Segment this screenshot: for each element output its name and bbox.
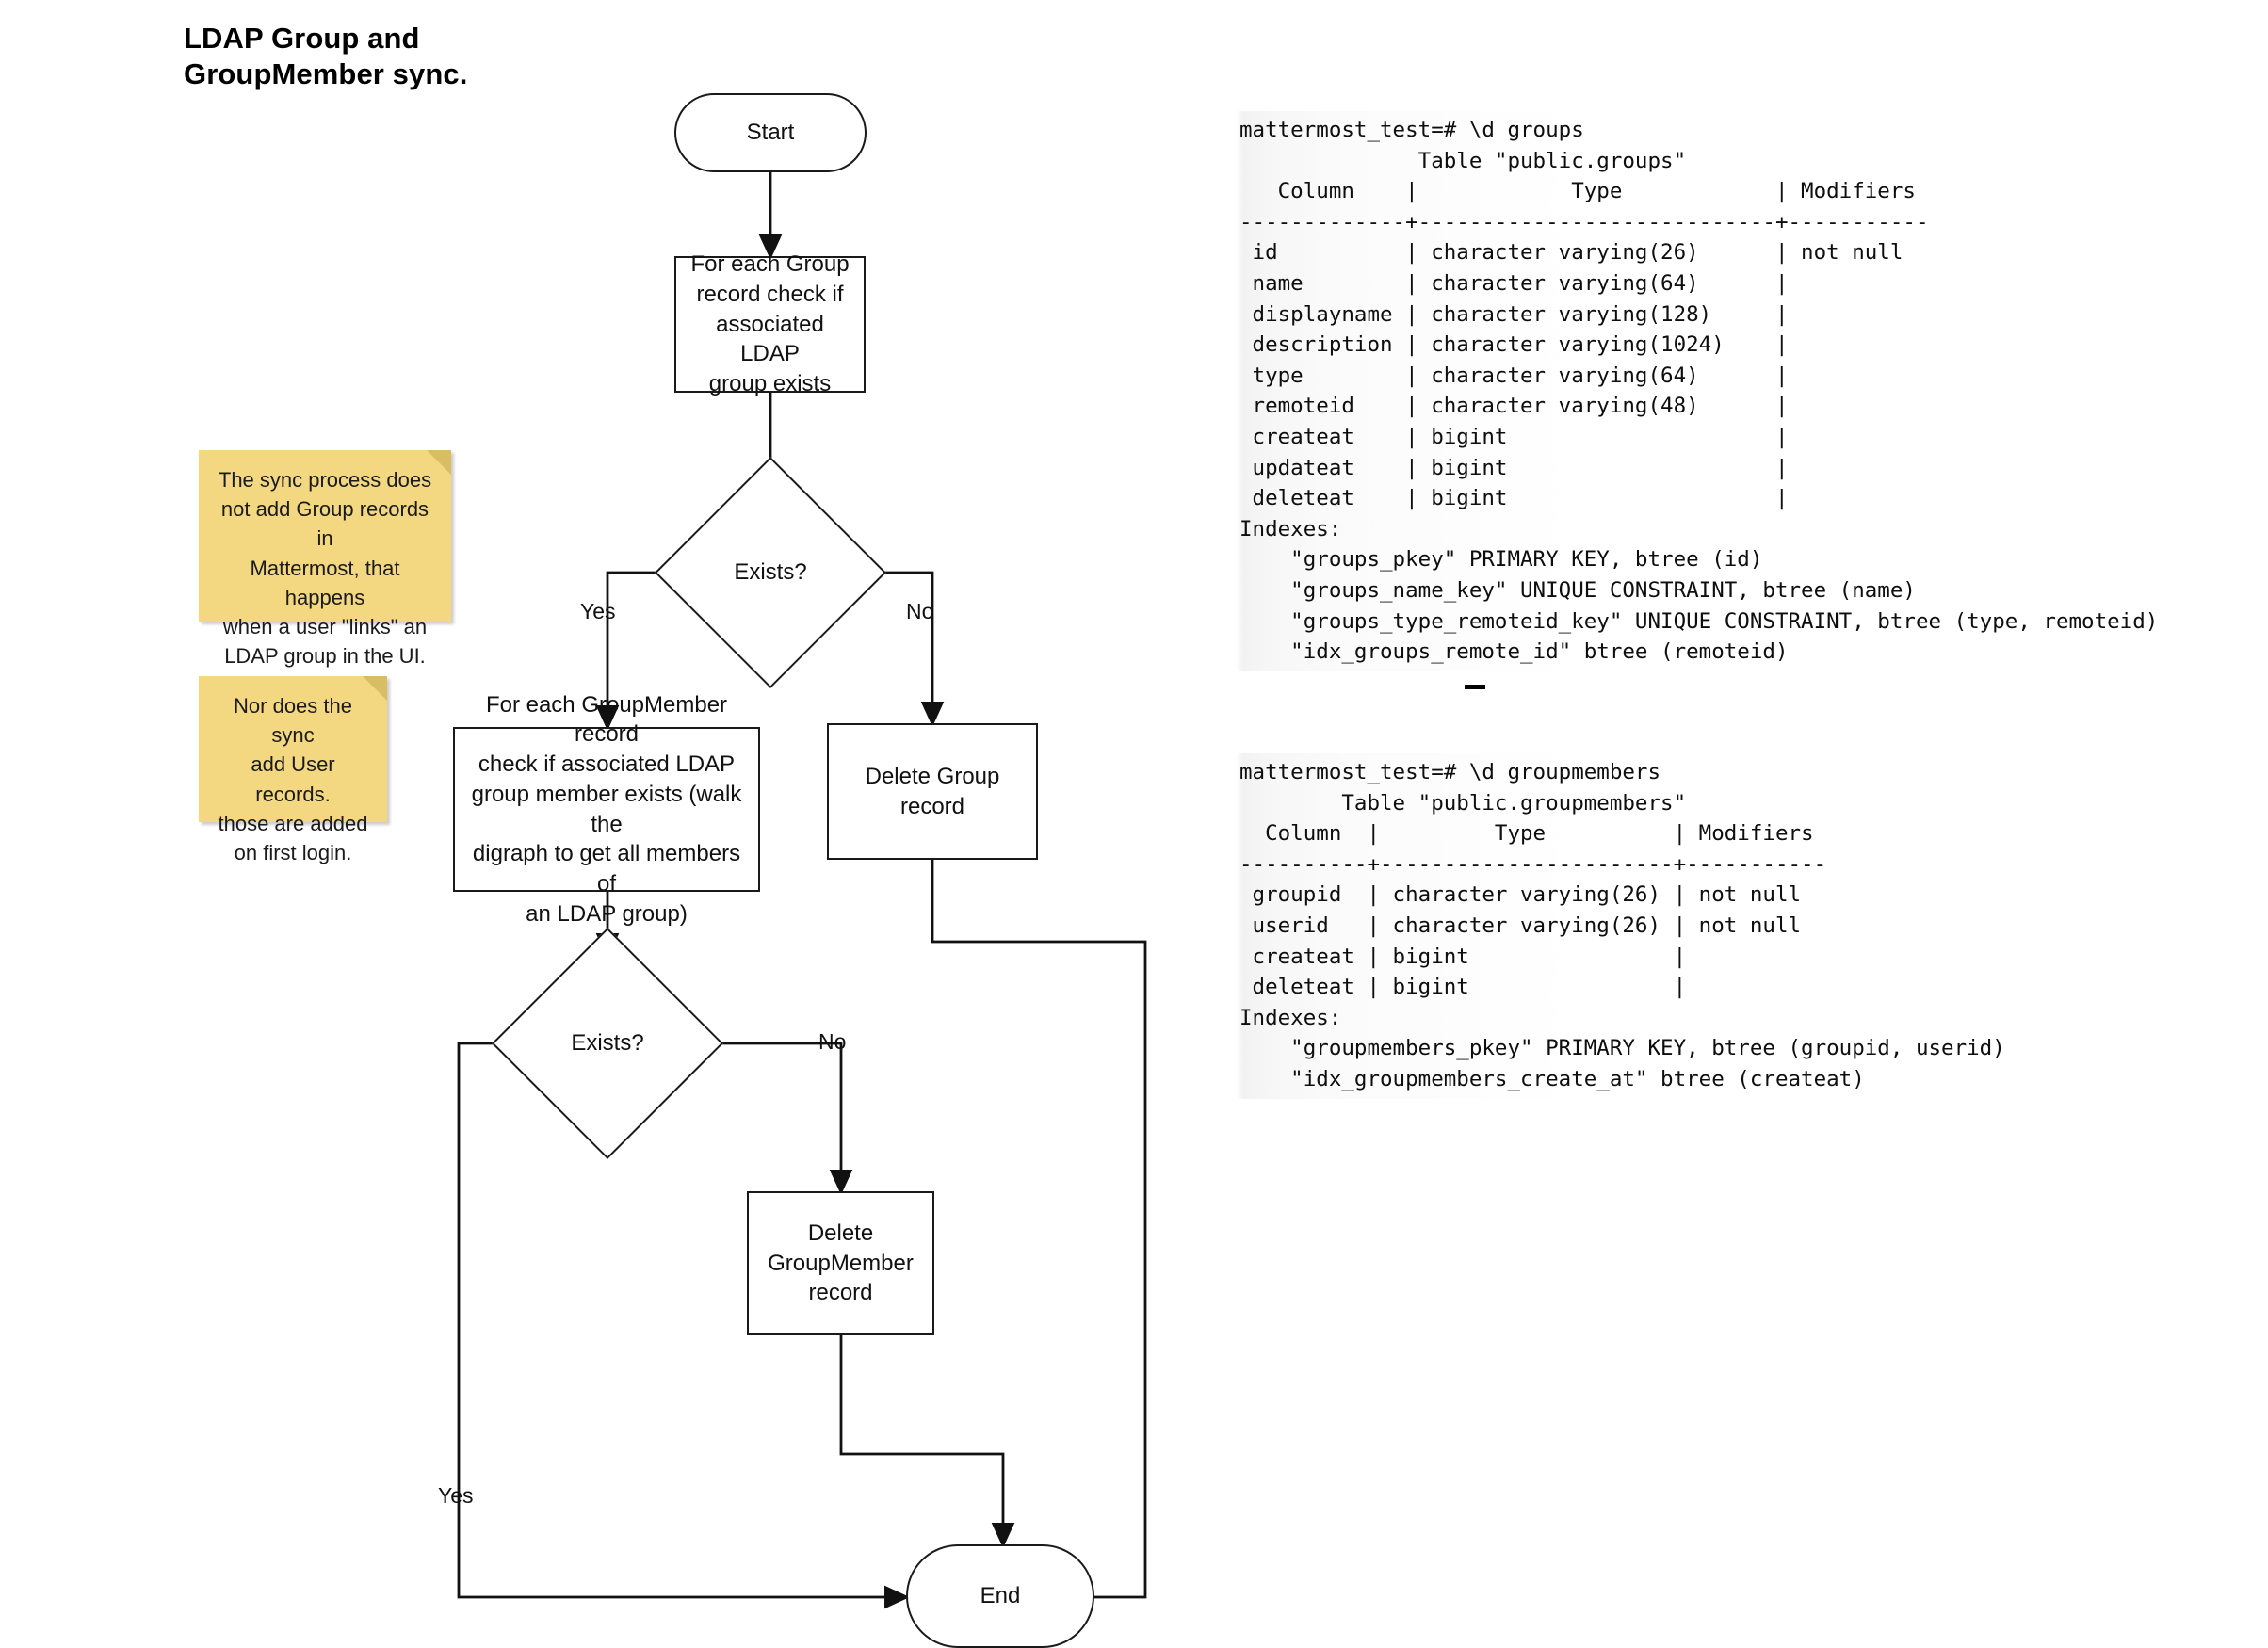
edge-label-exists2-no: No (818, 1029, 847, 1054)
node-for-each-groupmember[interactable]: For each GroupMember record check if ass… (453, 692, 760, 927)
terminal-line: type | character varying(64) | (1239, 363, 1789, 388)
terminal-line: mattermost_test=# \d groupmembers (1239, 760, 1661, 784)
psql-output-groupmembers: mattermost_test=# \d groupmembers Table … (1236, 753, 2005, 1099)
terminal-line: description | character varying(1024) | (1239, 332, 1789, 358)
terminal-line: Table "public.groups" (1239, 148, 1687, 173)
terminal-line: ----------+-----------------------+-----… (1239, 851, 1827, 877)
terminal-line: remoteid | character varying(48) | (1239, 394, 1789, 419)
terminal-line: Indexes: (1239, 516, 1342, 541)
terminal-line: deleteat | bigint | (1239, 975, 1687, 1000)
terminal-line: "groups_type_remoteid_key" UNIQUE CONSTR… (1239, 608, 2159, 634)
node-end[interactable]: End (906, 1544, 1094, 1648)
terminal-line: displayname | character varying(128) | (1239, 301, 1789, 327)
edge-deletegm-to-end (839, 1335, 1015, 1548)
terminal-line: Table "public.groupmembers" (1239, 790, 1687, 816)
sticky-note-sync-group[interactable]: The sync process does not add Group reco… (199, 450, 451, 668)
terminal-line: userid | character varying(26) | not nul… (1239, 913, 1802, 938)
terminal-line: Column | Type | Modifiers (1239, 179, 1916, 204)
terminal-line: -------------+--------------------------… (1239, 209, 1929, 234)
node-exists-decision-2-label: Exists? (571, 1030, 644, 1056)
terminal-line: "groups_name_key" UNIQUE CONSTRAINT, btr… (1239, 577, 1916, 603)
terminal-line: "idx_groupmembers_create_at" btree (crea… (1239, 1066, 1865, 1091)
terminal-line: Indexes: (1239, 1005, 1342, 1030)
node-exists-decision-2[interactable]: Exists? (491, 927, 724, 1160)
edge-exists2-no (690, 1042, 853, 1195)
edge-label-exists1-yes: Yes (580, 599, 616, 623)
terminal-line: createat | bigint | (1239, 944, 1687, 969)
terminal-line: name | character varying(64) | (1239, 270, 1789, 296)
note-fold-corner-icon (427, 450, 451, 475)
edge-deletegroup-to-end (931, 860, 1147, 1609)
node-delete-groupmember-record[interactable]: Delete GroupMember record (747, 1191, 934, 1335)
terminal-line: mattermost_test=# \d groups (1239, 118, 1584, 142)
terminal-line: updateat | bigint | (1239, 455, 1789, 480)
sticky-note-sync-user[interactable]: Nor does the sync add User records. thos… (199, 676, 387, 864)
terminal-line: "groupmembers_pkey" PRIMARY KEY, btree (… (1239, 1036, 2005, 1061)
page-title: LDAP Group and GroupMember sync. (184, 22, 468, 90)
terminal-line: createat | bigint | (1239, 424, 1789, 449)
edge-label-exists1-no: No (906, 599, 934, 623)
note-fold-corner-icon (363, 676, 387, 701)
edge-exists1-no (853, 571, 945, 727)
edge-label-exists2-yes: Yes (438, 1483, 474, 1508)
terminal-cursor (1465, 685, 1485, 689)
terminal-line: groupid | character varying(26) | not nu… (1239, 882, 1802, 908)
node-delete-group-record[interactable]: Delete Group record (827, 723, 1038, 860)
terminal-line: "idx_groups_remote_id" btree (remoteid) (1239, 639, 1789, 665)
node-exists-decision-1[interactable]: Exists? (654, 456, 887, 689)
terminal-line: deleteat | bigint | (1239, 486, 1789, 511)
terminal-line: Column | Type | Modifiers (1239, 821, 1814, 847)
terminal-line: "groups_pkey" PRIMARY KEY, btree (id) (1239, 547, 1763, 573)
node-start[interactable]: Start (674, 93, 867, 172)
psql-output-groups: mattermost_test=# \d groups Table "publi… (1236, 111, 2159, 671)
terminal-line: id | character varying(26) | not null (1239, 240, 1904, 266)
node-for-each-group[interactable]: For each Group record check if associate… (674, 251, 866, 396)
node-exists-decision-1-label: Exists? (734, 559, 807, 585)
